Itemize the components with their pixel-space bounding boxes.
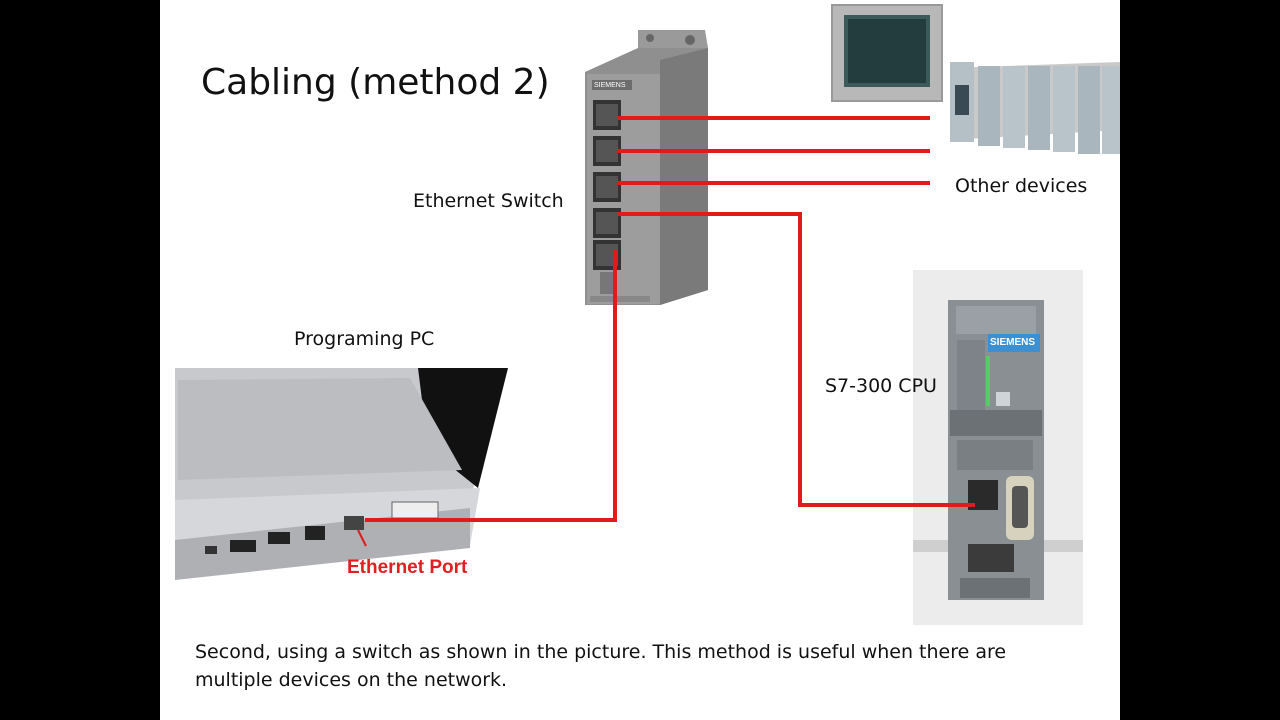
label-ethernet-switch: Ethernet Switch [413, 190, 564, 212]
ethernet-switch-image [585, 30, 708, 305]
laptop-image [175, 368, 508, 580]
s7-300-cpu-image [913, 270, 1083, 625]
network-cables [365, 116, 975, 522]
diagram-graphics [175, 4, 1120, 625]
label-s7-300-cpu: S7-300 CPU [825, 375, 937, 397]
label-programming-pc: Programing PC [294, 328, 435, 350]
switch-logo-plate [592, 82, 632, 90]
cpu-logo: SIEMENS [990, 337, 1036, 348]
cable-to-laptop [365, 250, 617, 522]
plc-rack-image [950, 62, 1120, 154]
label-ethernet-port: Ethernet Port [347, 557, 468, 578]
cpu-logo-plate [988, 334, 1040, 352]
slide: SIEMENS SIEMENS Cabling (method 2) Ether… [160, 0, 1120, 720]
cable-to-cpu [617, 212, 975, 507]
label-other-devices: Other devices [955, 175, 1088, 197]
ethernet-port-pointer [357, 529, 367, 547]
slide-title: Cabling (method 2) [201, 62, 550, 103]
switch-logo: SIEMENS [594, 82, 626, 89]
slide-caption: Second, using a switch as shown in the p… [195, 641, 1007, 691]
hmi-panel-image [831, 4, 943, 102]
